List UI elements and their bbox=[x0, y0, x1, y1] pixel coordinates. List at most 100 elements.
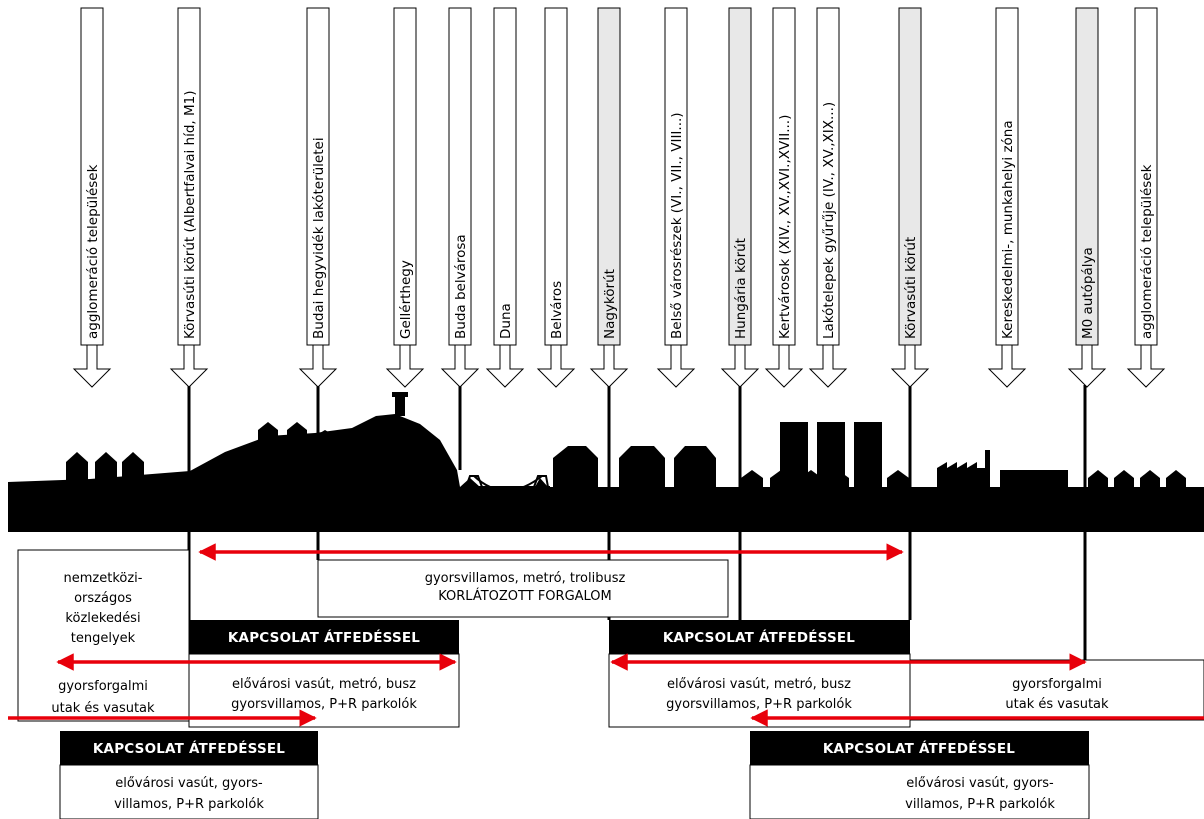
label-callout-4: Buda belvárosa bbox=[440, 7, 480, 388]
zone-left-outer-line-6: gyorsforgalmi bbox=[58, 679, 148, 694]
label-callout-13: Kereskedelmi-, munkahelyi zóna bbox=[987, 7, 1027, 388]
suburb-house-1 bbox=[1088, 470, 1108, 488]
label-callout-9: Hungária körút bbox=[720, 7, 760, 388]
label-callout-1: Körvasúti körút (Albertfalvai híd, M1) bbox=[169, 7, 209, 388]
zone-center-box bbox=[317, 559, 729, 618]
down-arrow-icon bbox=[72, 344, 112, 388]
villa-1 bbox=[258, 422, 278, 440]
overlap-label-3: KAPCSOLAT ÁTFEDÉSSEL bbox=[93, 740, 285, 757]
zone-right-outer-line-1: gyorsforgalmi bbox=[1012, 677, 1102, 692]
label-text: agglomeráció települések bbox=[85, 164, 101, 339]
down-arrow-icon bbox=[485, 344, 525, 388]
down-arrow-icon bbox=[440, 344, 480, 388]
zone-left-mid-line-1: elővárosi vasút, metró, busz bbox=[232, 677, 416, 692]
house-1 bbox=[66, 452, 88, 480]
zone-right-outer-line-2: utak és vasutak bbox=[1005, 697, 1109, 712]
factory bbox=[937, 450, 990, 488]
down-arrow-icon bbox=[890, 344, 930, 388]
label-text: Buda belvárosa bbox=[453, 234, 469, 339]
down-arrow-icon bbox=[298, 344, 338, 388]
house-3 bbox=[122, 452, 144, 478]
label-callout-0: agglomeráció települések bbox=[72, 7, 112, 388]
zone-left-low-line-2: villamos, P+R parkolók bbox=[114, 797, 264, 812]
zone-left-outer-line-3: közlekedési bbox=[65, 611, 140, 626]
small-house-6 bbox=[887, 470, 909, 488]
ground-band bbox=[8, 414, 1204, 532]
villa-2 bbox=[287, 422, 307, 440]
label-callout-15: agglomeráció települések bbox=[1126, 7, 1166, 388]
small-house-1 bbox=[741, 470, 763, 488]
overlap-box-3 bbox=[60, 731, 318, 765]
range-arrows bbox=[8, 543, 1204, 727]
label-text: Lakótelepek gyűrűje (IV., XV.,XIX...) bbox=[821, 102, 837, 339]
label-callout-7: Nagykörút bbox=[589, 7, 629, 388]
small-house-2 bbox=[770, 470, 792, 488]
overlap-box-1 bbox=[189, 620, 459, 654]
label-text: M0 autópálya bbox=[1080, 247, 1096, 339]
zone-left-outer-line-7: utak és vasutak bbox=[51, 701, 155, 716]
overlap-box-2 bbox=[609, 620, 910, 654]
zone-right-mid-line-1: elővárosi vasút, metró, busz bbox=[667, 677, 851, 692]
block-2 bbox=[619, 446, 665, 488]
villa-3 bbox=[315, 430, 335, 440]
label-text: Körvasúti körút bbox=[903, 237, 919, 339]
label-callout-14: M0 autópálya bbox=[1067, 7, 1107, 388]
zone-center-line-1: gyorsvillamos, metró, trolibusz bbox=[425, 571, 626, 586]
label-callout-10: Kertvárosok (XIV., XV.,XVI.,XVII...) bbox=[764, 7, 804, 388]
citadella-cap bbox=[392, 392, 408, 397]
label-text: Kereskedelmi-, munkahelyi zóna bbox=[1000, 120, 1016, 339]
label-callout-8: Belső városrészek (VI., VII., VIII...) bbox=[656, 7, 696, 388]
warehouse bbox=[1000, 470, 1068, 488]
label-callout-2: Budai hegyvidék lakóterületei bbox=[298, 7, 338, 388]
down-arrow-icon bbox=[1126, 344, 1166, 388]
small-house-4 bbox=[827, 470, 849, 488]
label-box bbox=[493, 7, 517, 346]
suburb-house-3 bbox=[1140, 470, 1160, 488]
label-text: Nagykörút bbox=[602, 269, 618, 339]
label-text: Belső városrészek (VI., VII., VIII...) bbox=[669, 112, 685, 339]
overlap-label-4: KAPCSOLAT ÁTFEDÉSSEL bbox=[823, 740, 1015, 757]
zone-right-mid-line-2: gyorsvillamos, P+R parkolók bbox=[666, 697, 852, 712]
house-2 bbox=[95, 452, 117, 479]
small-house-5 bbox=[856, 470, 878, 488]
zone-left-outer-line-2: országos bbox=[74, 591, 132, 606]
label-text: agglomeráció települések bbox=[1139, 164, 1155, 339]
label-text: Duna bbox=[498, 303, 514, 339]
zone-left-outer-line-4: tengelyek bbox=[71, 631, 136, 646]
down-arrow-icon bbox=[536, 344, 576, 388]
label-text: Körvasúti körút (Albertfalvai híd, M1) bbox=[182, 91, 198, 339]
zone-right-low-box bbox=[749, 764, 1090, 819]
zone-left-low-line-1: elővárosi vasút, gyors- bbox=[115, 776, 263, 791]
small-house-3 bbox=[800, 470, 822, 488]
down-arrow-icon bbox=[987, 344, 1027, 388]
overlap-label-2: KAPCSOLAT ÁTFEDÉSSEL bbox=[663, 629, 855, 646]
bridge-icon bbox=[462, 475, 550, 492]
down-arrow-icon bbox=[1067, 344, 1107, 388]
citadella bbox=[395, 392, 405, 416]
label-callout-3: Gellérthegy bbox=[385, 7, 425, 388]
overlap-box-4 bbox=[750, 731, 1089, 765]
zone-left-mid-line-2: gyorsvillamos, P+R parkolók bbox=[231, 697, 417, 712]
label-callout-11: Lakótelepek gyűrűje (IV., XV.,XIX...) bbox=[808, 7, 848, 388]
zone-left-outer-line-1: nemzetközi- bbox=[64, 571, 143, 586]
overlap-label-1: KAPCSOLAT ÁTFEDÉSSEL bbox=[228, 629, 420, 646]
down-arrow-icon bbox=[169, 344, 209, 388]
suburb-house-4 bbox=[1166, 470, 1186, 488]
zone-left-low-box bbox=[59, 764, 319, 819]
zone-center-line-2: KORLÁTOZOTT FORGALOM bbox=[438, 588, 612, 604]
label-text: Belváros bbox=[549, 281, 565, 339]
label-text: Budai hegyvidék lakóterületei bbox=[311, 137, 327, 339]
zone-left-outer-box bbox=[17, 549, 190, 722]
label-callout-6: Belváros bbox=[536, 7, 576, 388]
zone-right-low-line-1: elővárosi vasút, gyors- bbox=[906, 776, 1054, 791]
down-arrow-icon bbox=[720, 344, 760, 388]
block-3 bbox=[674, 446, 716, 488]
label-callout-5: Duna bbox=[485, 7, 525, 388]
overlap-boxes bbox=[60, 620, 1089, 765]
down-arrow-icon bbox=[589, 344, 629, 388]
down-arrow-icon bbox=[808, 344, 848, 388]
block-1 bbox=[553, 446, 598, 488]
label-callout-12: Körvasúti körút bbox=[890, 7, 930, 388]
location-labels: agglomeráció települések Körvasúti körút … bbox=[72, 7, 1166, 388]
